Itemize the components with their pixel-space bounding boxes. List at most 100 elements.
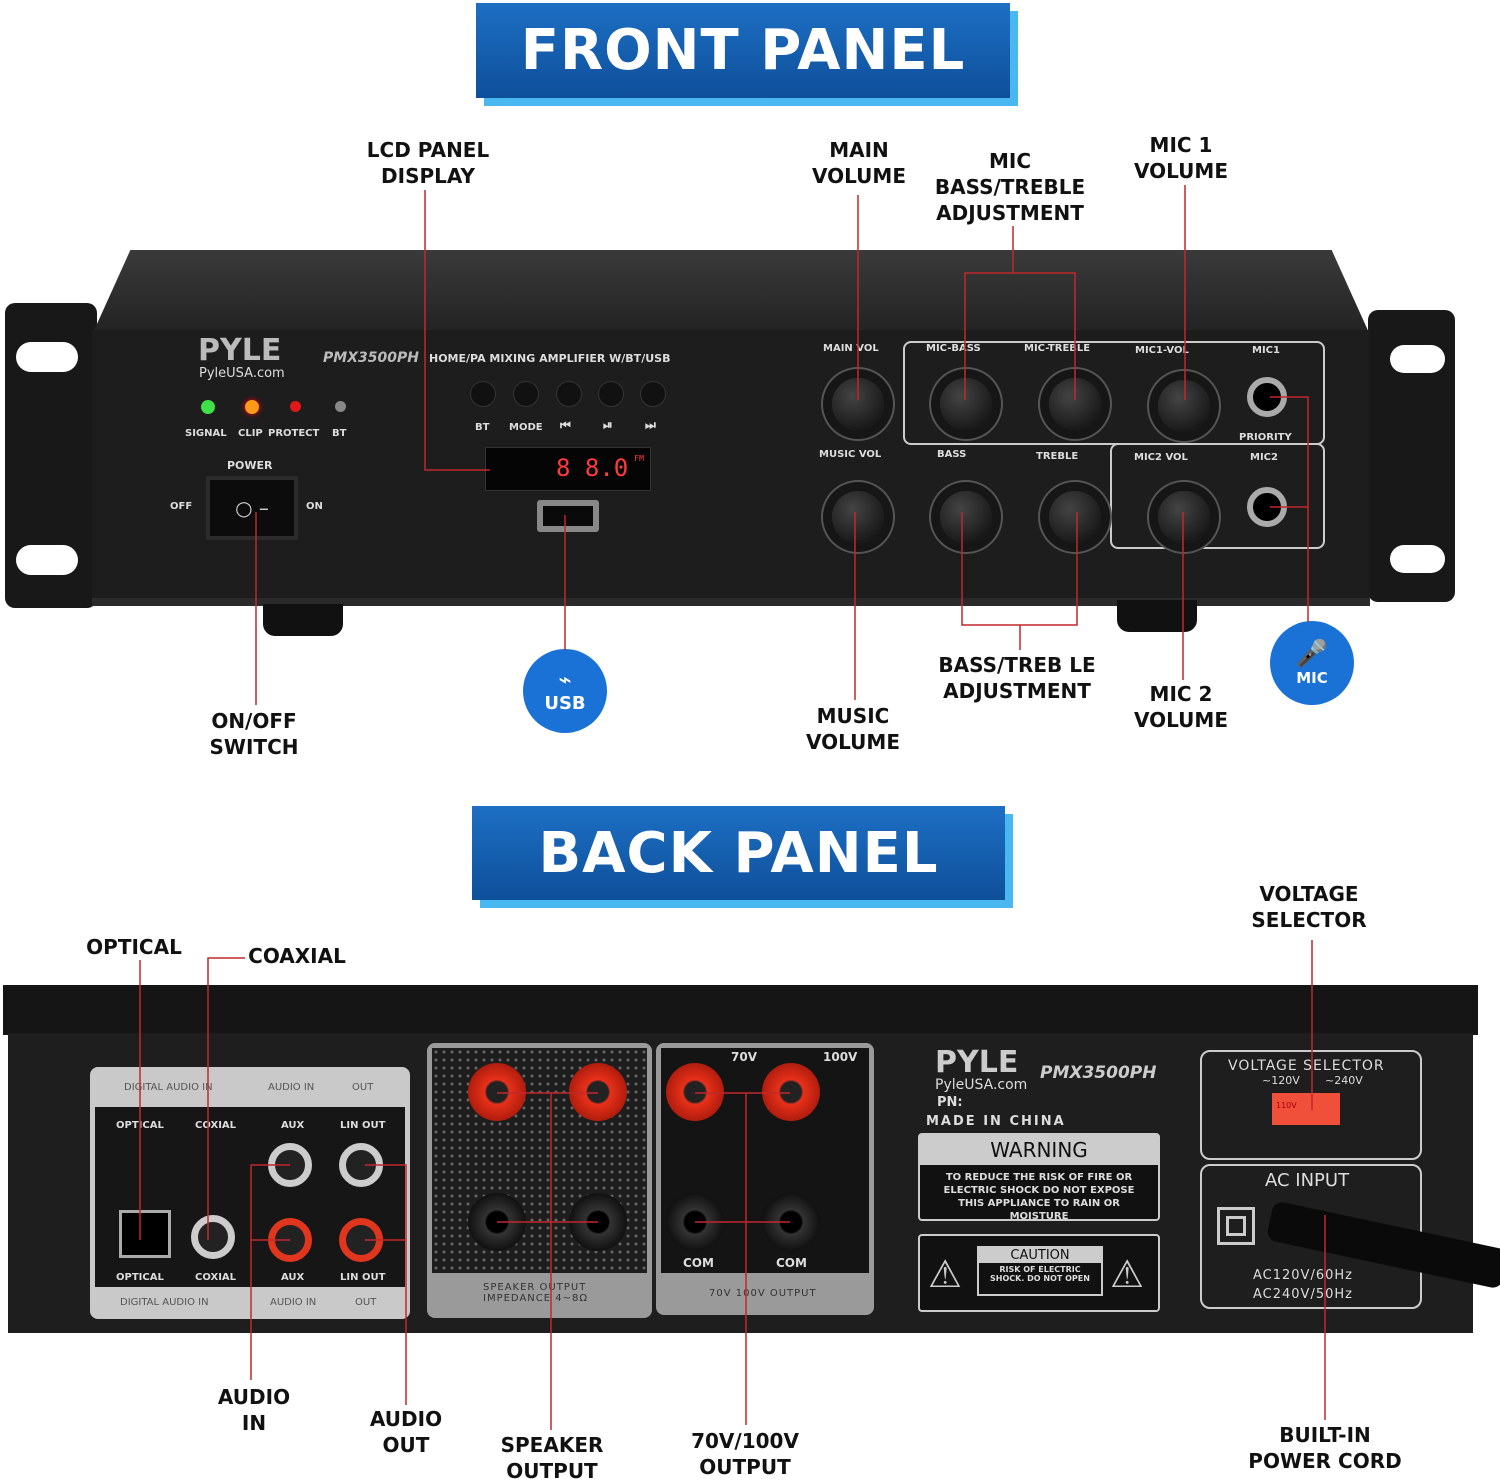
back-model: PMX3500PH: [1040, 1063, 1157, 1083]
callout-voltage-selector: VOLTAGE SELECTOR: [1251, 882, 1367, 932]
mic2-section-box: [1110, 443, 1325, 549]
warning-text: TO REDUCE THE RISK OF FIRE OR ELECTRIC S…: [943, 1172, 1135, 1222]
coaxial-jack[interactable]: [191, 1215, 235, 1259]
100v-terminal[interactable]: [762, 1063, 820, 1121]
speaker-1-negative[interactable]: [468, 1193, 526, 1251]
line-out-red-jack[interactable]: [339, 1218, 383, 1262]
back-brand-logo: PYLE: [935, 1045, 1019, 1080]
voltage-selector-switch[interactable]: 110V: [1272, 1093, 1340, 1125]
speaker-output-label: SPEAKER OUTPUT IMPEDANCE 4~8Ω: [483, 1282, 588, 1304]
knob-label-treble: TREBLE: [1036, 451, 1079, 462]
out-top: OUT: [352, 1082, 374, 1093]
callout-coaxial: COAXIAL: [248, 944, 346, 968]
next-button[interactable]: [640, 381, 666, 407]
callout-audio-in: AUDIO IN: [217, 1385, 291, 1435]
ac-rating-1: AC120V/60Hz: [1253, 1268, 1353, 1283]
70v-100v-output-label: 70V 100V OUTPUT: [709, 1288, 817, 1299]
callout-mic2-volume: MIC 2 VOLUME: [1134, 682, 1228, 732]
mic-bass-knob[interactable]: [940, 378, 992, 430]
mode-button[interactable]: [513, 381, 539, 407]
led-label-signal: SIGNAL: [185, 428, 227, 439]
knob-label-music-vol: MUSIC VOL: [819, 449, 882, 460]
mic2-jack[interactable]: [1247, 487, 1287, 527]
mic1-jack[interactable]: [1247, 377, 1287, 417]
lcd-band: FM: [634, 454, 644, 463]
brand-site: PyleUSA.com: [199, 366, 285, 381]
on-label: ON: [306, 501, 323, 512]
off-label: OFF: [170, 501, 193, 512]
optical-port[interactable]: [119, 1210, 171, 1258]
ear-hole: [16, 342, 78, 372]
brand-logo: PYLE: [198, 333, 282, 368]
mic-treble-knob[interactable]: [1049, 378, 1101, 430]
speaker-2-negative[interactable]: [569, 1193, 627, 1251]
bt-led: [335, 401, 346, 412]
coxial-label-bottom: COXIAL: [195, 1272, 237, 1283]
warning-title: WARNING: [920, 1135, 1158, 1165]
caution-text: RISK OF ELECTRIC SHOCK. DO NOT OPEN: [990, 1265, 1090, 1283]
line-out-white-jack[interactable]: [339, 1143, 383, 1187]
voltage-selector-box: [1200, 1050, 1422, 1160]
speaker-2-positive[interactable]: [569, 1063, 627, 1121]
play-pause-button[interactable]: [598, 381, 624, 407]
made-in-china: MADE IN CHINA: [926, 1114, 1066, 1129]
warning-label: WARNING TO REDUCE THE RISK OF FIRE OR EL…: [918, 1133, 1160, 1222]
microphone-icon: 🎤MIC: [1270, 621, 1354, 705]
mic1-volume-knob[interactable]: [1158, 380, 1210, 432]
knob-label-mic-bass: MIC-BASS: [926, 343, 981, 354]
lcd-display: 8 8.0 FM: [485, 447, 651, 491]
callout-bass-treble: BASS/TREB LE ADJUSTMENT: [938, 653, 1096, 703]
front-top-lid: [92, 250, 1370, 335]
model-number: PMX3500PH: [323, 350, 419, 366]
audio-in-bottom: AUDIO IN: [270, 1297, 317, 1308]
power-switch[interactable]: ○ –: [206, 476, 298, 540]
callout-mic1-volume: MIC 1 VOLUME: [1134, 133, 1228, 183]
optical-label-bottom: OPTICAL: [116, 1272, 164, 1283]
mic-icon-label: MIC: [1296, 669, 1328, 687]
lcd-readout: 8 8.0: [556, 454, 629, 482]
shock-warning-icon: ⚠: [928, 1252, 963, 1296]
speaker-1-positive[interactable]: [468, 1063, 526, 1121]
usb-port[interactable]: [537, 500, 599, 532]
back-brand-site: PyleUSA.com: [935, 1077, 1028, 1093]
com-label-2: COM: [776, 1256, 807, 1270]
70v-terminal[interactable]: [666, 1063, 724, 1121]
bt-button[interactable]: [470, 381, 496, 407]
button-label-bt: BT: [475, 422, 490, 433]
mic2-label: MIC2: [1250, 452, 1278, 463]
back-top-edge: [3, 985, 1478, 1035]
knob-label-main-vol: MAIN VOL: [823, 343, 879, 354]
aux-in-white-jack[interactable]: [268, 1143, 312, 1187]
optical-label: OPTICAL: [116, 1120, 164, 1131]
digital-audio-in-bottom: DIGITAL AUDIO IN: [120, 1297, 209, 1308]
button-label-prev: ⏮: [560, 418, 571, 432]
main-volume-knob[interactable]: [832, 378, 884, 430]
front-face: [92, 330, 1370, 606]
front-panel-banner: FRONT PANEL: [476, 3, 1010, 98]
ear-hole: [1390, 345, 1445, 373]
back-panel-banner: BACK PANEL: [472, 806, 1005, 900]
button-label-mode: MODE: [509, 422, 543, 433]
caution-title: CAUTION: [979, 1248, 1101, 1263]
knob-label-mic1-vol: MIC1-VOL: [1135, 345, 1189, 356]
prev-button[interactable]: [556, 381, 582, 407]
com-terminal-1[interactable]: [666, 1193, 724, 1251]
bass-knob[interactable]: [940, 491, 992, 543]
product-name: HOME/PA MIXING AMPLIFIER W/BT/USB: [429, 352, 671, 365]
foot: [1117, 600, 1197, 632]
button-label-next: ⏭: [645, 418, 656, 432]
callout-power-cord: BUILT-IN POWER CORD: [1248, 1423, 1402, 1473]
aux-in-red-jack[interactable]: [268, 1218, 312, 1262]
knob-label-mic2-vol: MIC2 VOL: [1134, 452, 1188, 463]
treble-knob[interactable]: [1049, 491, 1101, 543]
mic2-volume-knob[interactable]: [1158, 491, 1210, 543]
music-volume-knob[interactable]: [832, 491, 884, 543]
mic1-label: MIC1: [1252, 345, 1280, 356]
exclamation-warning-icon: ⚠: [1110, 1252, 1145, 1296]
callout-on-off-switch: ON/OFF SWITCH: [209, 709, 299, 759]
callout-mic-bass-treble: MIC BASS/TREBLE ADJUSTMENT: [934, 149, 1086, 225]
digital-audio-in-top: DIGITAL AUDIO IN: [124, 1082, 213, 1093]
ear-hole: [1390, 545, 1445, 573]
foot: [263, 604, 343, 636]
com-terminal-2[interactable]: [762, 1193, 820, 1251]
